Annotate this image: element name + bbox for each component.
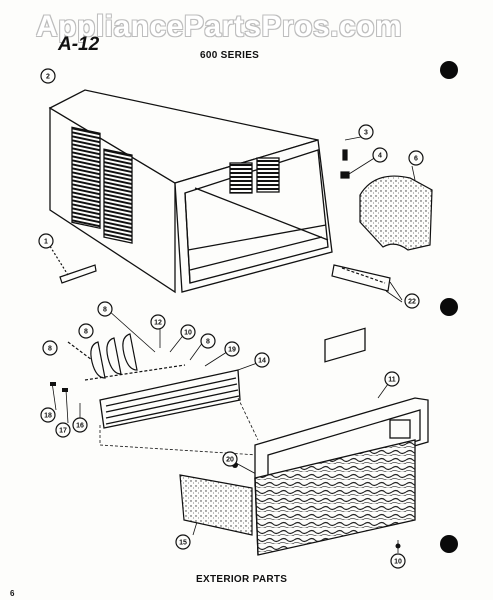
- bracket-part-1: [47, 242, 97, 284]
- callout-8c: 8: [48, 346, 52, 353]
- screw-part-10: [395, 543, 401, 549]
- callout-20: 20: [226, 457, 234, 464]
- screw-parts-3-4: [340, 135, 377, 179]
- woodgrain-front-panel: [254, 439, 416, 556]
- watermark: AppliancePartsPros.com: [36, 10, 403, 43]
- callout-17: 17: [59, 428, 67, 435]
- series-label: 600 SERIES: [200, 50, 260, 61]
- callout-8a: 8: [103, 307, 107, 314]
- callout-2: 2: [46, 74, 50, 81]
- binder-hole-top: [440, 61, 458, 79]
- binder-hole-middle: [440, 298, 458, 316]
- grille-strip-part-14: [99, 369, 241, 429]
- binder-hole-bottom: [440, 535, 458, 553]
- callout-3: 3: [364, 130, 368, 137]
- screws-parts-17-18: [50, 382, 68, 392]
- callout-18: 18: [44, 413, 52, 420]
- callout-14: 14: [258, 358, 266, 365]
- diagram-caption: EXTERIOR PARTS: [196, 574, 288, 585]
- filter-part-15: [179, 474, 253, 536]
- page-number: 6: [10, 589, 15, 598]
- callout-4: 4: [378, 153, 382, 160]
- insulation-part-6: [359, 165, 433, 251]
- rail-part-22: [331, 264, 403, 303]
- damper-blades: [67, 333, 186, 381]
- callout-12: 12: [154, 320, 162, 327]
- callout-6: 6: [414, 156, 418, 163]
- callout-22: 22: [408, 299, 416, 306]
- callout-16: 16: [76, 423, 84, 430]
- callout-8b: 8: [84, 329, 88, 336]
- callout-markers: [38, 68, 424, 569]
- page-code: A-12: [58, 34, 100, 55]
- callout-15: 15: [179, 540, 187, 547]
- cabinet-shell: [48, 89, 333, 294]
- callout-11: 11: [388, 377, 396, 384]
- callout-19: 19: [228, 347, 236, 354]
- callout-1: 1: [44, 239, 48, 246]
- callout-8d: 8: [206, 339, 210, 346]
- callout-10b: 10: [394, 559, 402, 566]
- callout-10: 10: [184, 330, 192, 337]
- callout-labels: 2 1 3 4 6 22 8 8 8 12 10 8 19 14 18 17 1…: [44, 74, 418, 566]
